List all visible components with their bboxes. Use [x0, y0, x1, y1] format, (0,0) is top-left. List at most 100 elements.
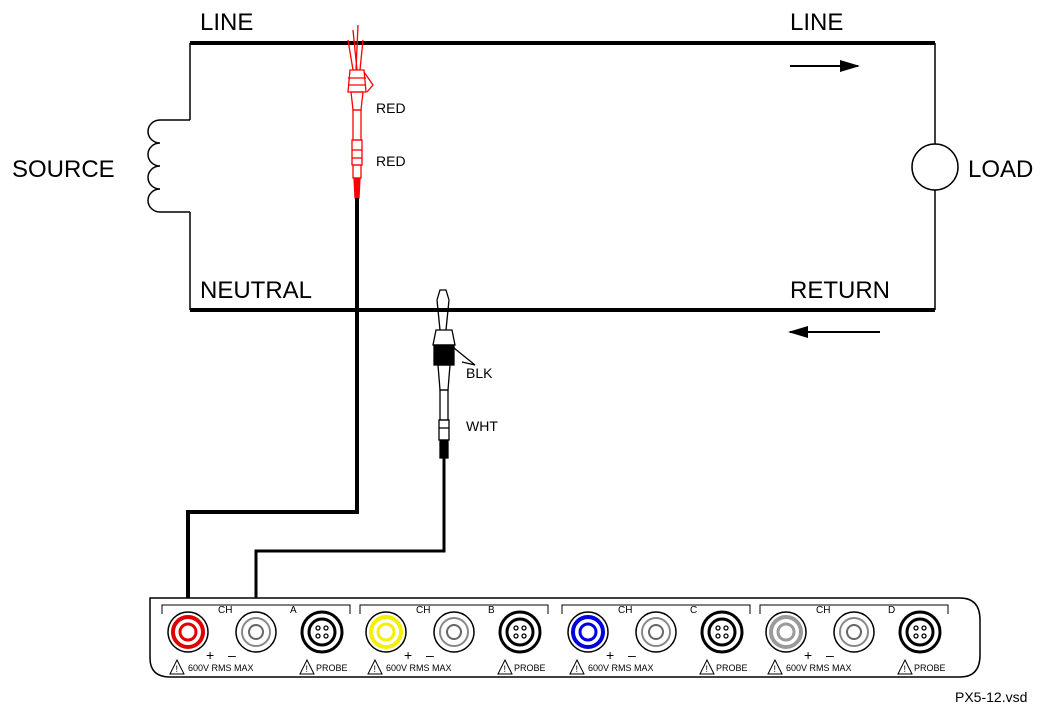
- channel-c: CH C +–!! 600V RMS MAX PROBE: [561, 604, 751, 675]
- minus-sign: –: [426, 647, 434, 663]
- negative-jack-inner: [446, 624, 462, 640]
- positive-jack-ring: [171, 615, 205, 649]
- probe-connector-ring: [505, 617, 535, 647]
- negative-jack-ring: [241, 617, 271, 647]
- positive-jack-inner: [776, 622, 796, 642]
- probe-pin: [521, 633, 527, 639]
- source-coil-icon: [147, 119, 190, 213]
- channel-ch-label: CH: [416, 605, 430, 616]
- warning-icon: [169, 658, 185, 675]
- red-label-clip: RED: [376, 100, 406, 116]
- negative-jack-inner: [248, 624, 264, 640]
- probe-pin: [323, 633, 329, 639]
- warning-mark: !: [774, 664, 777, 674]
- positive-jack-ring: [769, 615, 803, 649]
- probe-pin: [921, 633, 927, 639]
- probe-connector-ring: [707, 617, 737, 647]
- positive-jack-inner: [376, 622, 396, 642]
- black-clip-icon: [432, 289, 476, 459]
- blk-label: BLK: [466, 365, 493, 381]
- probe-pin: [715, 625, 721, 631]
- probe-pin: [521, 625, 527, 631]
- line-label-left: LINE: [200, 9, 253, 36]
- channel-ch-label: CH: [816, 605, 830, 616]
- warning-icon: [569, 658, 585, 675]
- warning-icon: [299, 658, 315, 675]
- rating-label: 600V RMS MAX: [786, 663, 852, 673]
- channel-a: CH A +–!! 600V RMS MAX PROBE: [161, 604, 351, 675]
- channel-bracket: [561, 604, 751, 614]
- warning-mark: !: [504, 664, 507, 674]
- negative-jack-inner: [648, 624, 664, 640]
- probe-pin: [315, 625, 321, 631]
- probe-label: PROBE: [316, 663, 348, 673]
- red-label-plug: RED: [376, 153, 406, 169]
- probe-connector-ring: [905, 617, 935, 647]
- rating-label: 600V RMS MAX: [588, 663, 654, 673]
- load-label: LOAD: [968, 156, 1033, 183]
- probe-pin: [513, 633, 519, 639]
- channel-id-label: B: [488, 605, 495, 616]
- source-label: SOURCE: [12, 156, 115, 183]
- warning-icon: [699, 658, 715, 675]
- channel-ch-label: CH: [618, 605, 632, 616]
- minus-sign: –: [826, 647, 834, 663]
- probe-pin: [323, 625, 329, 631]
- red-lead-wire: [186, 198, 359, 620]
- plus-sign: +: [404, 647, 412, 663]
- probe-pin: [315, 633, 321, 639]
- warning-mark: !: [374, 664, 377, 674]
- probe-pin: [913, 625, 919, 631]
- red-clip-icon: [347, 24, 374, 199]
- warning-mark: !: [904, 664, 907, 674]
- warning-mark: !: [576, 664, 579, 674]
- positive-jack-inner: [578, 622, 598, 642]
- wht-label: WHT: [466, 418, 498, 434]
- channel-id-label: A: [290, 605, 297, 616]
- probe-label: PROBE: [716, 663, 748, 673]
- warning-icon: [367, 658, 383, 675]
- channel-bracket: [359, 604, 549, 614]
- channel-bracket: [759, 604, 949, 614]
- positive-jack-ring: [369, 615, 403, 649]
- channel-bracket: [161, 604, 351, 614]
- probe-pin: [921, 625, 927, 631]
- channel-id-label: D: [888, 605, 895, 616]
- warning-mark: !: [306, 664, 309, 674]
- positive-jack-ring: [571, 615, 605, 649]
- return-label: RETURN: [790, 277, 890, 304]
- negative-jack-inner: [846, 624, 862, 640]
- warning-icon: [497, 658, 513, 675]
- channel-ch-label: CH: [218, 605, 232, 616]
- warning-icon: [897, 658, 913, 675]
- load-icon: [911, 143, 959, 191]
- positive-jack-inner: [178, 622, 198, 642]
- rating-label: 600V RMS MAX: [386, 663, 452, 673]
- negative-jack-ring: [839, 617, 869, 647]
- probe-pin: [913, 633, 919, 639]
- line-label-right: LINE: [790, 9, 843, 36]
- probe-label: PROBE: [914, 663, 946, 673]
- channel-id-label: C: [690, 605, 697, 616]
- negative-jack-ring: [641, 617, 671, 647]
- probe-pin: [715, 633, 721, 639]
- probe-connector-ring: [307, 617, 337, 647]
- channel-b: CH B +–!! 600V RMS MAX PROBE: [359, 604, 549, 675]
- warning-mark: !: [176, 664, 179, 674]
- probe-label: PROBE: [514, 663, 546, 673]
- rating-label: 600V RMS MAX: [188, 663, 254, 673]
- filename-label: PX5-12.vsd: [955, 689, 1027, 705]
- negative-jack-ring: [439, 617, 469, 647]
- plus-sign: +: [206, 647, 214, 663]
- probe-pin: [513, 625, 519, 631]
- minus-sign: –: [628, 647, 636, 663]
- black-lead-wire: [254, 458, 446, 628]
- warning-mark: !: [706, 664, 709, 674]
- warning-icon: [767, 658, 783, 675]
- probe-pin: [723, 633, 729, 639]
- plus-sign: +: [606, 647, 614, 663]
- minus-sign: –: [228, 647, 236, 663]
